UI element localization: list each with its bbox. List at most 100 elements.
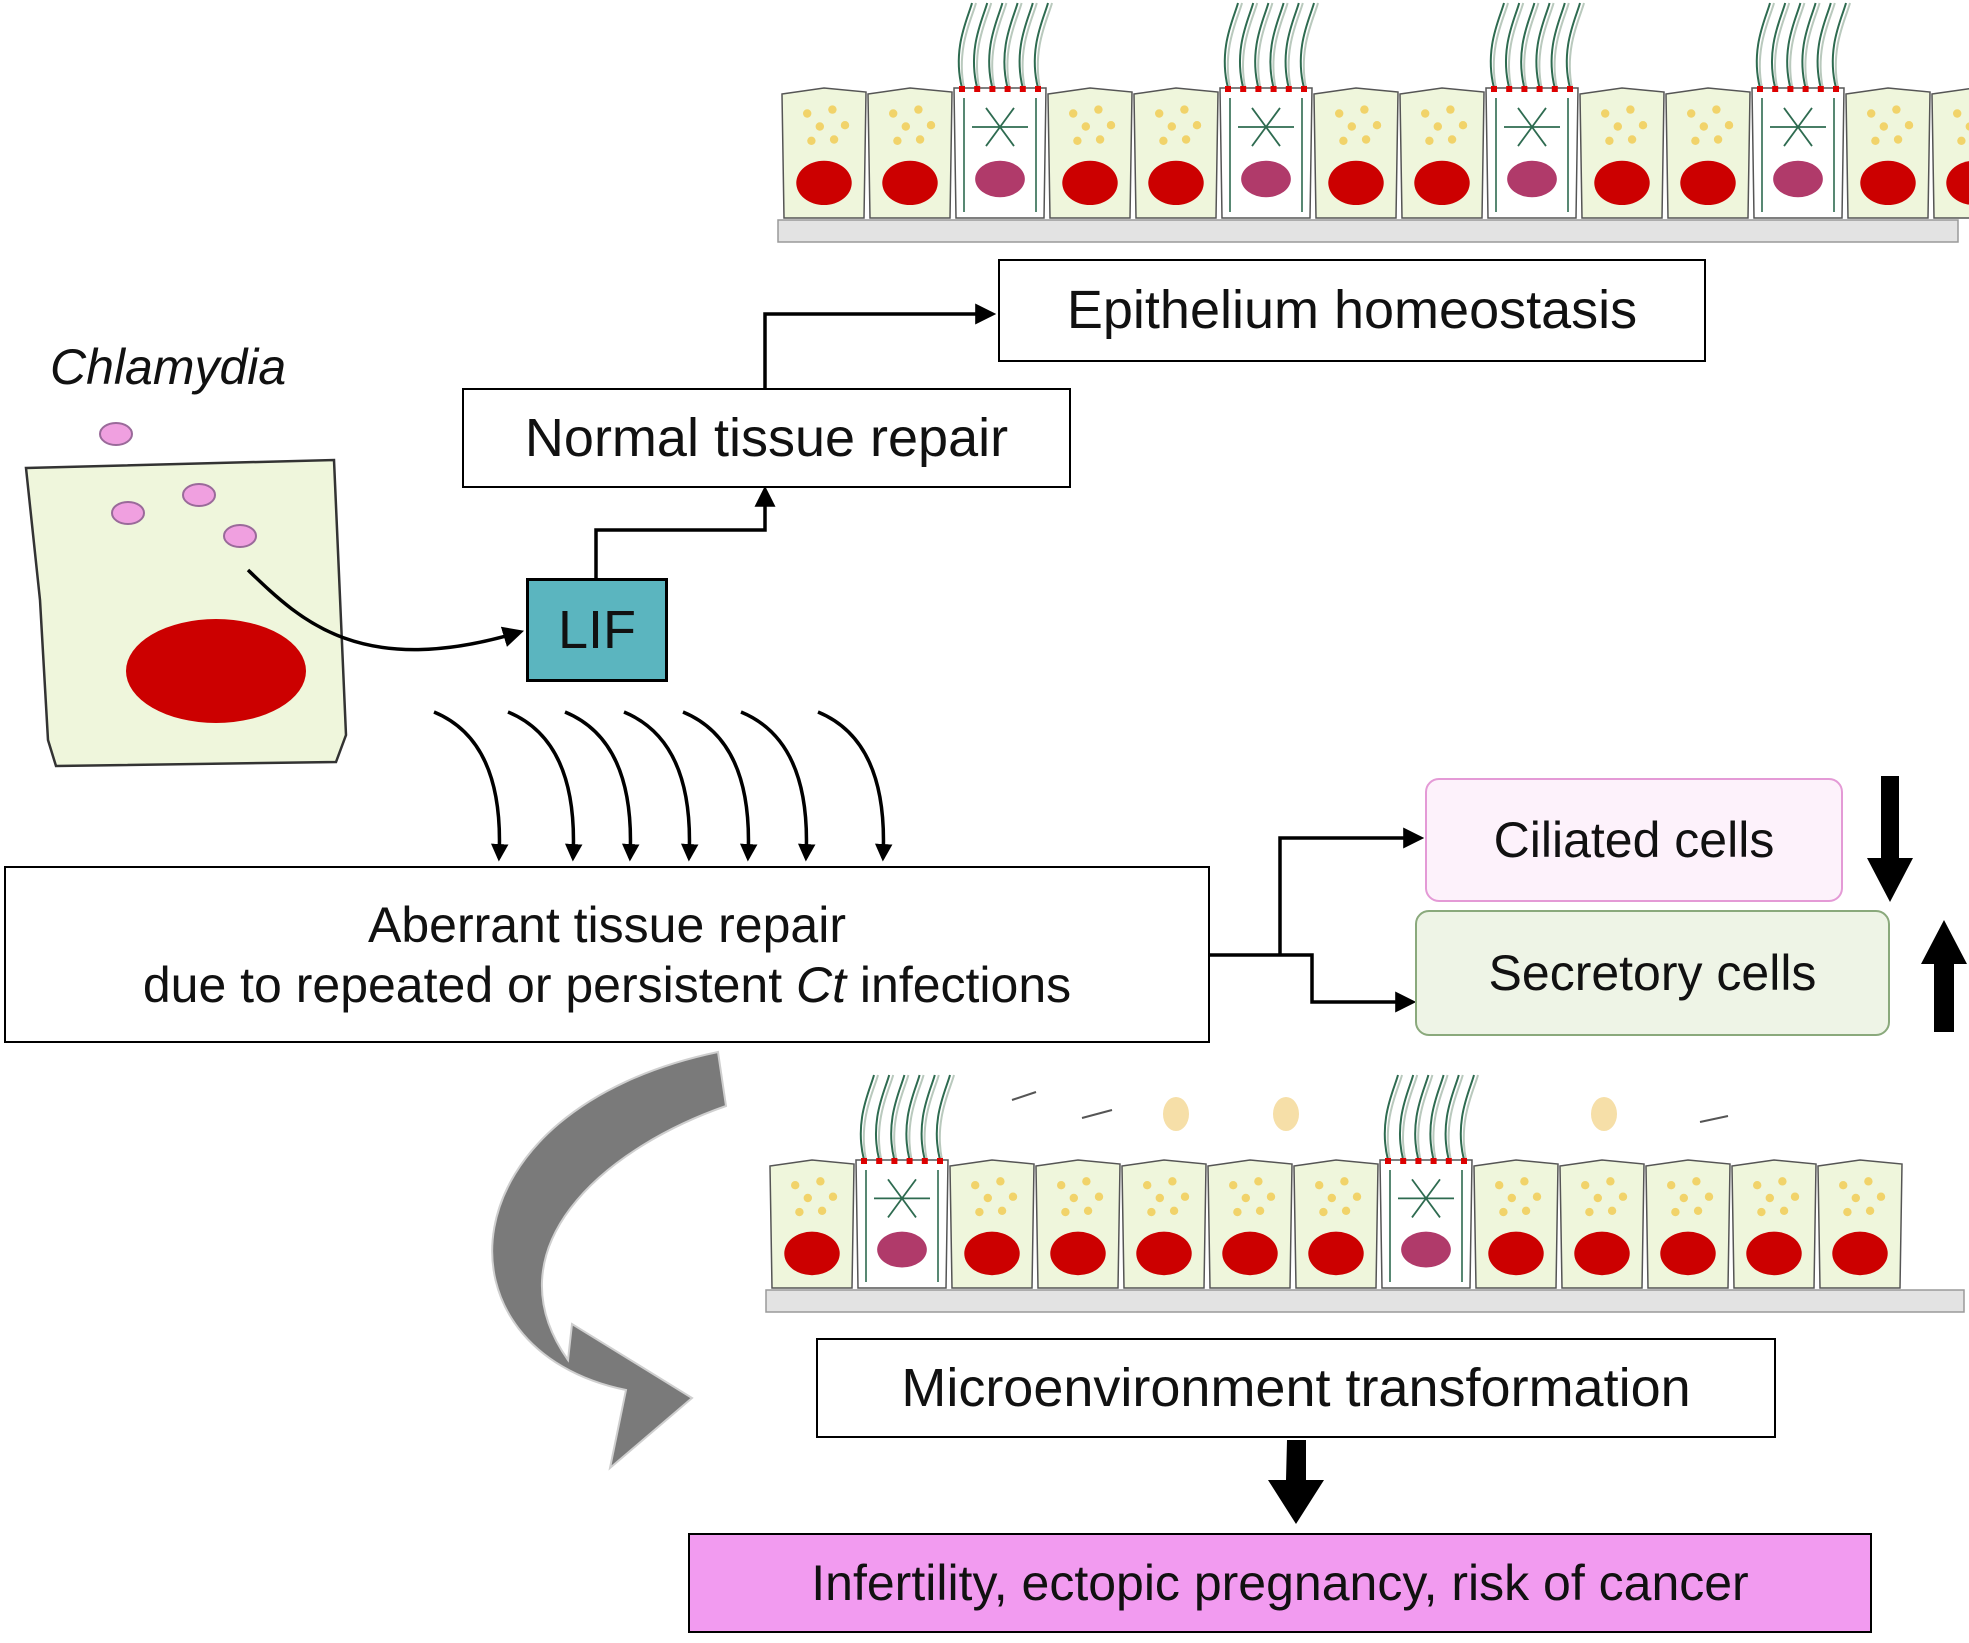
- nucleus: [1328, 160, 1384, 205]
- chlamydia-body: [182, 483, 216, 507]
- increase-arrow-icon: [1921, 920, 1967, 1032]
- ciliated-cell: [953, 2, 1053, 219]
- secretory-cell: [1473, 1159, 1559, 1289]
- nucleus: [1050, 1231, 1106, 1276]
- ciliated-cell: [1751, 2, 1851, 219]
- infected-cell-nucleus: [126, 619, 306, 723]
- arrow-micro-to-outcome: [1268, 1440, 1324, 1524]
- secretory-cell: [1207, 1159, 1293, 1289]
- nucleus: [1222, 1231, 1278, 1276]
- basement-membrane: [777, 219, 1959, 243]
- secretory-cell: [867, 87, 953, 219]
- nucleus: [784, 1231, 840, 1276]
- ciliated-nucleus: [1241, 160, 1291, 198]
- epithelium-homeostasis-box: Epithelium homeostasis: [998, 259, 1706, 362]
- nucleus: [796, 160, 852, 205]
- ciliated-cell: [855, 1074, 955, 1289]
- aberrant-line-2-end: infections: [846, 956, 1072, 1013]
- chlamydia-label: Chlamydia: [50, 339, 287, 395]
- nucleus: [1594, 160, 1650, 205]
- normal-epithelium-illustration: [777, 2, 1969, 243]
- shed-vesicle: [1591, 1097, 1617, 1131]
- nucleus: [1660, 1231, 1716, 1276]
- secretory-cell: [1845, 87, 1931, 219]
- lif-box: LIF: [526, 578, 668, 682]
- shed-vesicle: [1273, 1097, 1299, 1131]
- secretory-cell: [1035, 1159, 1121, 1289]
- microenvironment-transformation-label: Microenvironment transformation: [901, 1357, 1691, 1418]
- secretory-cell: [1047, 87, 1133, 219]
- nucleus: [1308, 1231, 1364, 1276]
- lif-label: LIF: [557, 599, 637, 660]
- basement-membrane: [765, 1289, 1965, 1313]
- nucleus: [1148, 160, 1204, 205]
- ciliated-nucleus: [1401, 1231, 1451, 1268]
- aberrant-line-2-start: due to repeated or persistent: [142, 956, 797, 1013]
- outcome-label: Infertility, ectopic pregnancy, risk of …: [811, 1555, 1749, 1611]
- outcome-box: Infertility, ectopic pregnancy, risk of …: [688, 1533, 1872, 1633]
- ciliated-cells-label: Ciliated cells: [1493, 812, 1775, 868]
- secretory-cell: [1665, 87, 1751, 219]
- secretory-cell: [1399, 87, 1485, 219]
- ciliated-nucleus: [877, 1231, 927, 1268]
- shed-cilium: [1011, 1091, 1037, 1101]
- shed-cilium: [1081, 1109, 1113, 1119]
- branch-to-cell-types: [1210, 827, 1425, 1013]
- nucleus: [1574, 1231, 1630, 1276]
- chlamydia-body: [223, 524, 257, 548]
- ciliated-cell: [1219, 2, 1319, 219]
- arrow-normal-to-homeostasis: [763, 303, 997, 388]
- microenvironment-transformation-box: Microenvironment transformation: [816, 1338, 1776, 1438]
- secretory-cell: [1293, 1159, 1379, 1289]
- secretory-cells-box: Secretory cells: [1415, 910, 1890, 1036]
- normal-tissue-repair-box: Normal tissue repair: [462, 388, 1071, 488]
- aberrant-tissue-repair-box: Aberrant tissue repair due to repeated o…: [4, 866, 1210, 1043]
- nucleus: [1860, 160, 1916, 205]
- nucleus: [1746, 1231, 1802, 1276]
- chlamydia-body: [99, 422, 133, 446]
- ciliated-cell: [1379, 1074, 1479, 1289]
- secretory-cell: [1121, 1159, 1207, 1289]
- transformation-curved-arrow: [491, 1050, 728, 1471]
- aberrant-line-1: Aberrant tissue repair: [367, 896, 846, 953]
- transformed-epithelium-illustration: [765, 1074, 1965, 1313]
- secretory-cell: [781, 87, 867, 219]
- nucleus: [882, 160, 938, 205]
- ciliated-nucleus: [1507, 160, 1557, 198]
- ciliated-nucleus: [1773, 160, 1823, 198]
- shed-vesicle: [1163, 1097, 1189, 1131]
- ct-abbreviation: Ct: [796, 956, 847, 1013]
- arrow-cell-to-lif: [246, 568, 525, 652]
- nucleus: [1136, 1231, 1192, 1276]
- ciliated-cell: [1485, 2, 1585, 219]
- normal-tissue-repair-label: Normal tissue repair: [524, 407, 1009, 468]
- secretory-cells-label: Secretory cells: [1488, 945, 1817, 1001]
- ciliated-nucleus: [975, 160, 1025, 198]
- aberrant-line-2: due to repeated or persistent Ct infecti…: [143, 955, 1071, 1015]
- nucleus: [1062, 160, 1118, 205]
- repeated-infection-arrows: [433, 710, 893, 862]
- shed-cilium: [1699, 1115, 1729, 1123]
- secretory-cell: [1731, 1159, 1817, 1289]
- nucleus: [964, 1231, 1020, 1276]
- nucleus: [1946, 161, 1969, 205]
- arrow-lif-to-normal-repair: [594, 485, 776, 578]
- decrease-arrow-icon: [1867, 776, 1913, 902]
- nucleus: [1832, 1231, 1888, 1276]
- chlamydia-body: [111, 501, 145, 525]
- secretory-cell: [1645, 1159, 1731, 1289]
- infected-cell: [24, 422, 348, 768]
- nucleus: [1414, 160, 1470, 205]
- secretory-cell: [1313, 87, 1399, 219]
- secretory-cell: [1931, 87, 1969, 219]
- ciliated-cells-box: Ciliated cells: [1425, 778, 1843, 902]
- nucleus: [1488, 1231, 1544, 1276]
- secretory-cell: [1133, 87, 1219, 219]
- nucleus: [1680, 160, 1736, 205]
- secretory-cell: [949, 1159, 1035, 1289]
- secretory-cell: [1579, 87, 1665, 219]
- secretory-cell: [1817, 1159, 1903, 1289]
- secretory-cell: [769, 1159, 855, 1289]
- epithelium-homeostasis-label: Epithelium homeostasis: [1066, 280, 1638, 341]
